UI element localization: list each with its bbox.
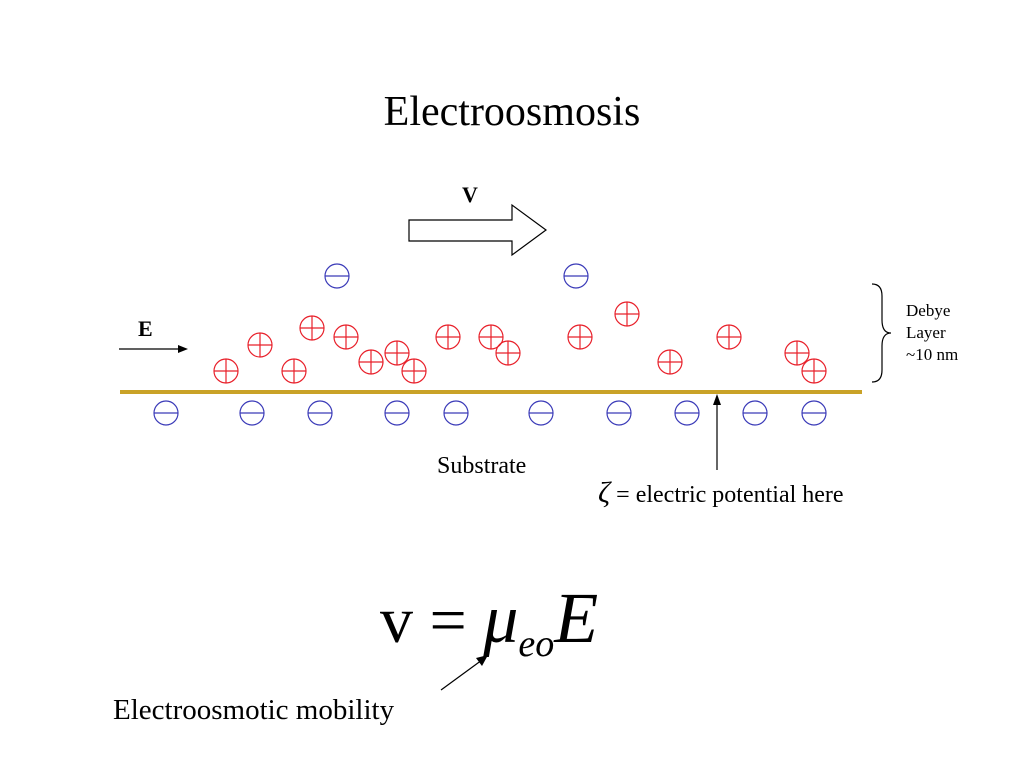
debye-label-line: Layer [906, 323, 946, 342]
mobility-pointer-shaft [440, 659, 483, 691]
negative-ion [153, 400, 179, 426]
debye-layer-brace [871, 283, 892, 383]
mobility-pointer-head [476, 655, 488, 666]
positive-ion [247, 332, 273, 358]
field-label: E [138, 316, 153, 341]
debye-label-line: ~10 nm [906, 345, 959, 364]
negative-ion [324, 263, 350, 289]
zeta-text: = electric potential here [616, 482, 844, 508]
positive-ion [657, 349, 683, 375]
positive-ion [716, 324, 742, 350]
velocity-label: V [462, 182, 478, 207]
slide-title: Electroosmosis [383, 89, 641, 135]
negative-ion [674, 400, 700, 426]
equation-equals: = [429, 584, 467, 657]
negative-ion [384, 400, 410, 426]
debye-label-line: Debye [906, 301, 951, 320]
equation-lhs: v [380, 584, 413, 657]
mobility-label: Electroosmotic mobility [113, 694, 395, 726]
positive-ion [358, 349, 384, 375]
negative-ion [307, 400, 333, 426]
positive-ion [333, 324, 359, 350]
positive-ion [614, 301, 640, 327]
negative-ion [239, 400, 265, 426]
debye-layer-label: Debye Layer ~10 nm [906, 300, 958, 366]
positive-ion [299, 315, 325, 341]
positive-ion [401, 358, 427, 384]
equation-subscript: eo [518, 623, 555, 665]
negative-ion [606, 400, 632, 426]
negative-ion [443, 400, 469, 426]
positive-ion [801, 358, 827, 384]
positive-ion [495, 340, 521, 366]
mobility-equation: v = μeoE [380, 578, 598, 684]
negative-ion [742, 400, 768, 426]
positive-ion [384, 340, 410, 366]
positive-ion [567, 324, 593, 350]
zeta-pointer-head [713, 394, 721, 405]
equation-mu: μ [483, 581, 519, 658]
substrate-label: Substrate [437, 453, 527, 479]
positive-ion [478, 324, 504, 350]
zeta-symbol: ζ [598, 476, 611, 509]
negative-ion [801, 400, 827, 426]
negative-ion [528, 400, 554, 426]
positive-ion [784, 340, 810, 366]
positive-ion [213, 358, 239, 384]
field-arrow-head [178, 345, 188, 353]
positive-ion [435, 324, 461, 350]
zeta-definition: ζ = electric potential here [598, 476, 844, 510]
negative-ion [563, 263, 589, 289]
velocity-arrow [408, 203, 548, 257]
equation-field: E [554, 578, 599, 658]
positive-ion [281, 358, 307, 384]
